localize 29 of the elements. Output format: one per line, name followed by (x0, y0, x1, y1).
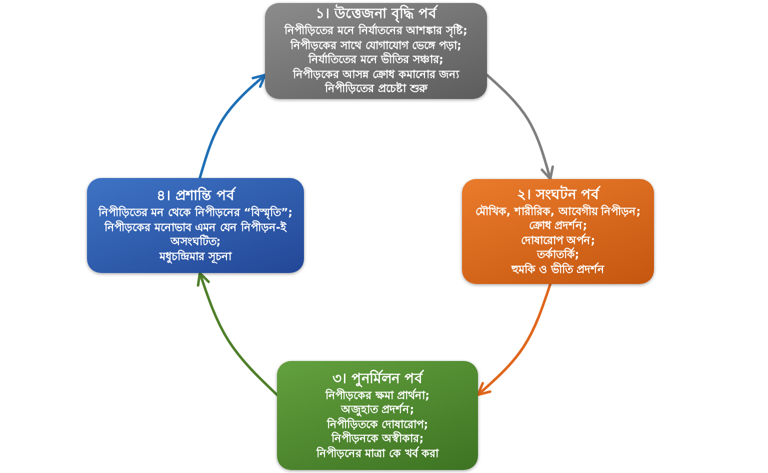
phase-item: নিপীড়নকে অস্বীকার; (331, 432, 424, 446)
phase-item: নিপীড়িতের মনে নির্যাতনের আশঙ্কার সৃষ্টি; (284, 24, 468, 38)
phase-heading: ৪। প্রশান্তি পর্ব (156, 187, 234, 205)
phase-item: দোষারোপ অর্পন; (520, 234, 596, 247)
phase-item: নিপীড়কের আসন্ন ক্রোধ কমানোর জন্য নিপীড়িতের প্রচেষ্টা শুরু (292, 68, 460, 97)
phase-box (277, 361, 478, 470)
cycle-arrow (486, 74, 554, 180)
cycle-arrow (196, 272, 278, 396)
phase-item: অজুহাত প্রদর্শন; (340, 403, 414, 417)
phase-item: নিপীড়কের সাথে যোগাযোগ ভেঙ্গে পড়া; (290, 38, 462, 52)
phase-box (265, 3, 487, 99)
phase-item: নিপীড়কের ক্ষমা প্রার্থনা; (325, 388, 430, 402)
phase-item: নিপীড়িতের মন থেকে নিপীড়নের “বিস্মৃতি”; (98, 206, 293, 220)
phase-heading: ২। সংঘটন পর্ব (517, 186, 599, 204)
cycle-arrow (198, 74, 266, 180)
phase-item: নির্যাতিতের মনে ভীতির সঞ্চার; (308, 53, 444, 67)
phase-item: নিপীড়কের মনোভাব এমন যেন নিপীড়ন-ই অসংঘটিত; (103, 220, 288, 250)
phase-heading: ১। উত্তেজনা বৃদ্ধি পর্ব (316, 5, 436, 23)
phase-item: নিপীড়নের মাত্রা কে খর্ব করা (316, 446, 439, 462)
phase-item: মধুচন্দ্রিমার সূচনা (160, 250, 232, 264)
phase-item: তর্কাতর্কি; (536, 248, 580, 262)
phase-item: হুমকি ও ভীতি প্রদর্শন (511, 262, 605, 278)
phase-item: ক্রোধ প্রদর্শন; (528, 219, 588, 233)
phase-box (87, 178, 304, 273)
phase-item: মৌখিক, শারীরিক, আবেগীয় নিপীড়ন; (475, 204, 641, 218)
phase-item: নিপীড়িতকে দোষারোপ; (326, 418, 428, 431)
phase-box (462, 179, 654, 284)
phase-heading: ৩। পুনর্মিলন পর্ব (332, 370, 422, 388)
cycle-arrow (476, 282, 552, 396)
